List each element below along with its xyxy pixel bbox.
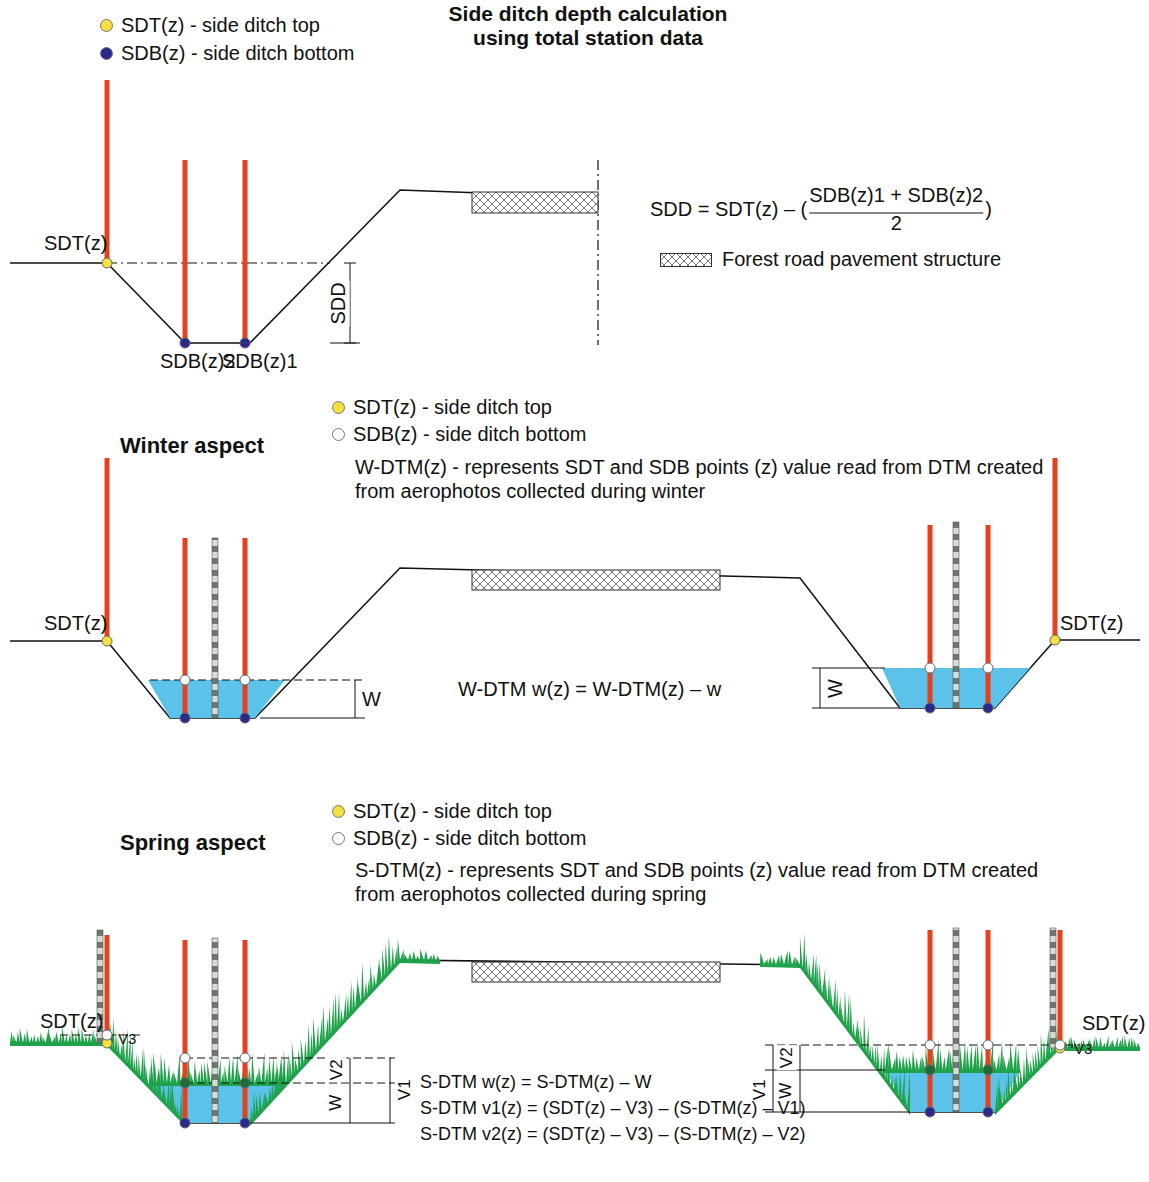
label: SDD [326,280,349,326]
legend-text: Forest road pavement structure [722,248,1001,271]
legend-text: SDT(z) - side ditch top [353,396,552,419]
hatch-swatch [660,253,712,267]
label: SDD = SDT(z) – ( [650,198,807,221]
label: V2 [776,1046,796,1071]
label: S-DTM v2(z) = (SDT(z) – V3) – (S-DTM(z) … [420,1124,806,1145]
legend-text: SDB(z) - side ditch bottom [353,827,586,850]
legend-text: SDT(z) - side ditch top [121,14,320,37]
label: SDT(z) [40,1010,103,1033]
title: Side ditch depth calculation using total… [428,2,748,50]
label: W [362,688,381,711]
label: V3 [1074,1040,1092,1057]
legend-text: SDT(z) - side ditch top [353,800,552,823]
label: S-DTM w(z) = S-DTM(z) – W [420,1072,651,1093]
label: SDB(z)1 [222,350,298,373]
label: S-DTM v1(z) = (SDT(z) – V3) – (S-DTM(z) … [420,1098,806,1119]
label: V1 [394,1078,414,1103]
label: SDT(z) [44,612,107,635]
legend-item: Forest road pavement structure [660,248,1001,271]
label: W-DTM w(z) = W-DTM(z) – w [458,678,721,701]
legend-text: SDB(z) - side ditch bottom [353,423,586,446]
label: V3 [118,1030,136,1047]
legend-swatch [100,19,113,32]
label: W [823,677,846,700]
label: SDT(z) [44,232,107,255]
label: ) [985,198,992,221]
legend-swatch [332,401,345,414]
legend-item: SDB(z) - side ditch bottom [332,827,586,850]
legend-swatch [100,47,113,60]
label: W-DTM(z) - represents SDT and SDB points… [355,455,1045,503]
legend-item: SDT(z) - side ditch top [332,396,552,419]
label: 2 [891,212,902,235]
label: W [326,1093,346,1113]
label: S-DTM(z) - represents SDT and SDB points… [355,858,1045,906]
legend-swatch [332,428,345,441]
legend-text: SDB(z) - side ditch bottom [121,42,354,65]
label: SDT(z) [1082,1012,1145,1035]
legend-item: SDT(z) - side ditch top [332,800,552,823]
legend-item: SDB(z) - side ditch bottom [100,42,354,65]
label: Spring aspect [120,830,265,855]
legend-item: SDB(z) - side ditch bottom [332,423,586,446]
legend-swatch [332,832,345,845]
label: Winter aspect [120,433,264,458]
legend-swatch [332,805,345,818]
label: V2 [326,1058,346,1083]
legend-item: SDT(z) - side ditch top [100,14,320,37]
label: SDT(z) [1060,612,1123,635]
label: SDB(z)1 + SDB(z)2 [809,184,983,207]
